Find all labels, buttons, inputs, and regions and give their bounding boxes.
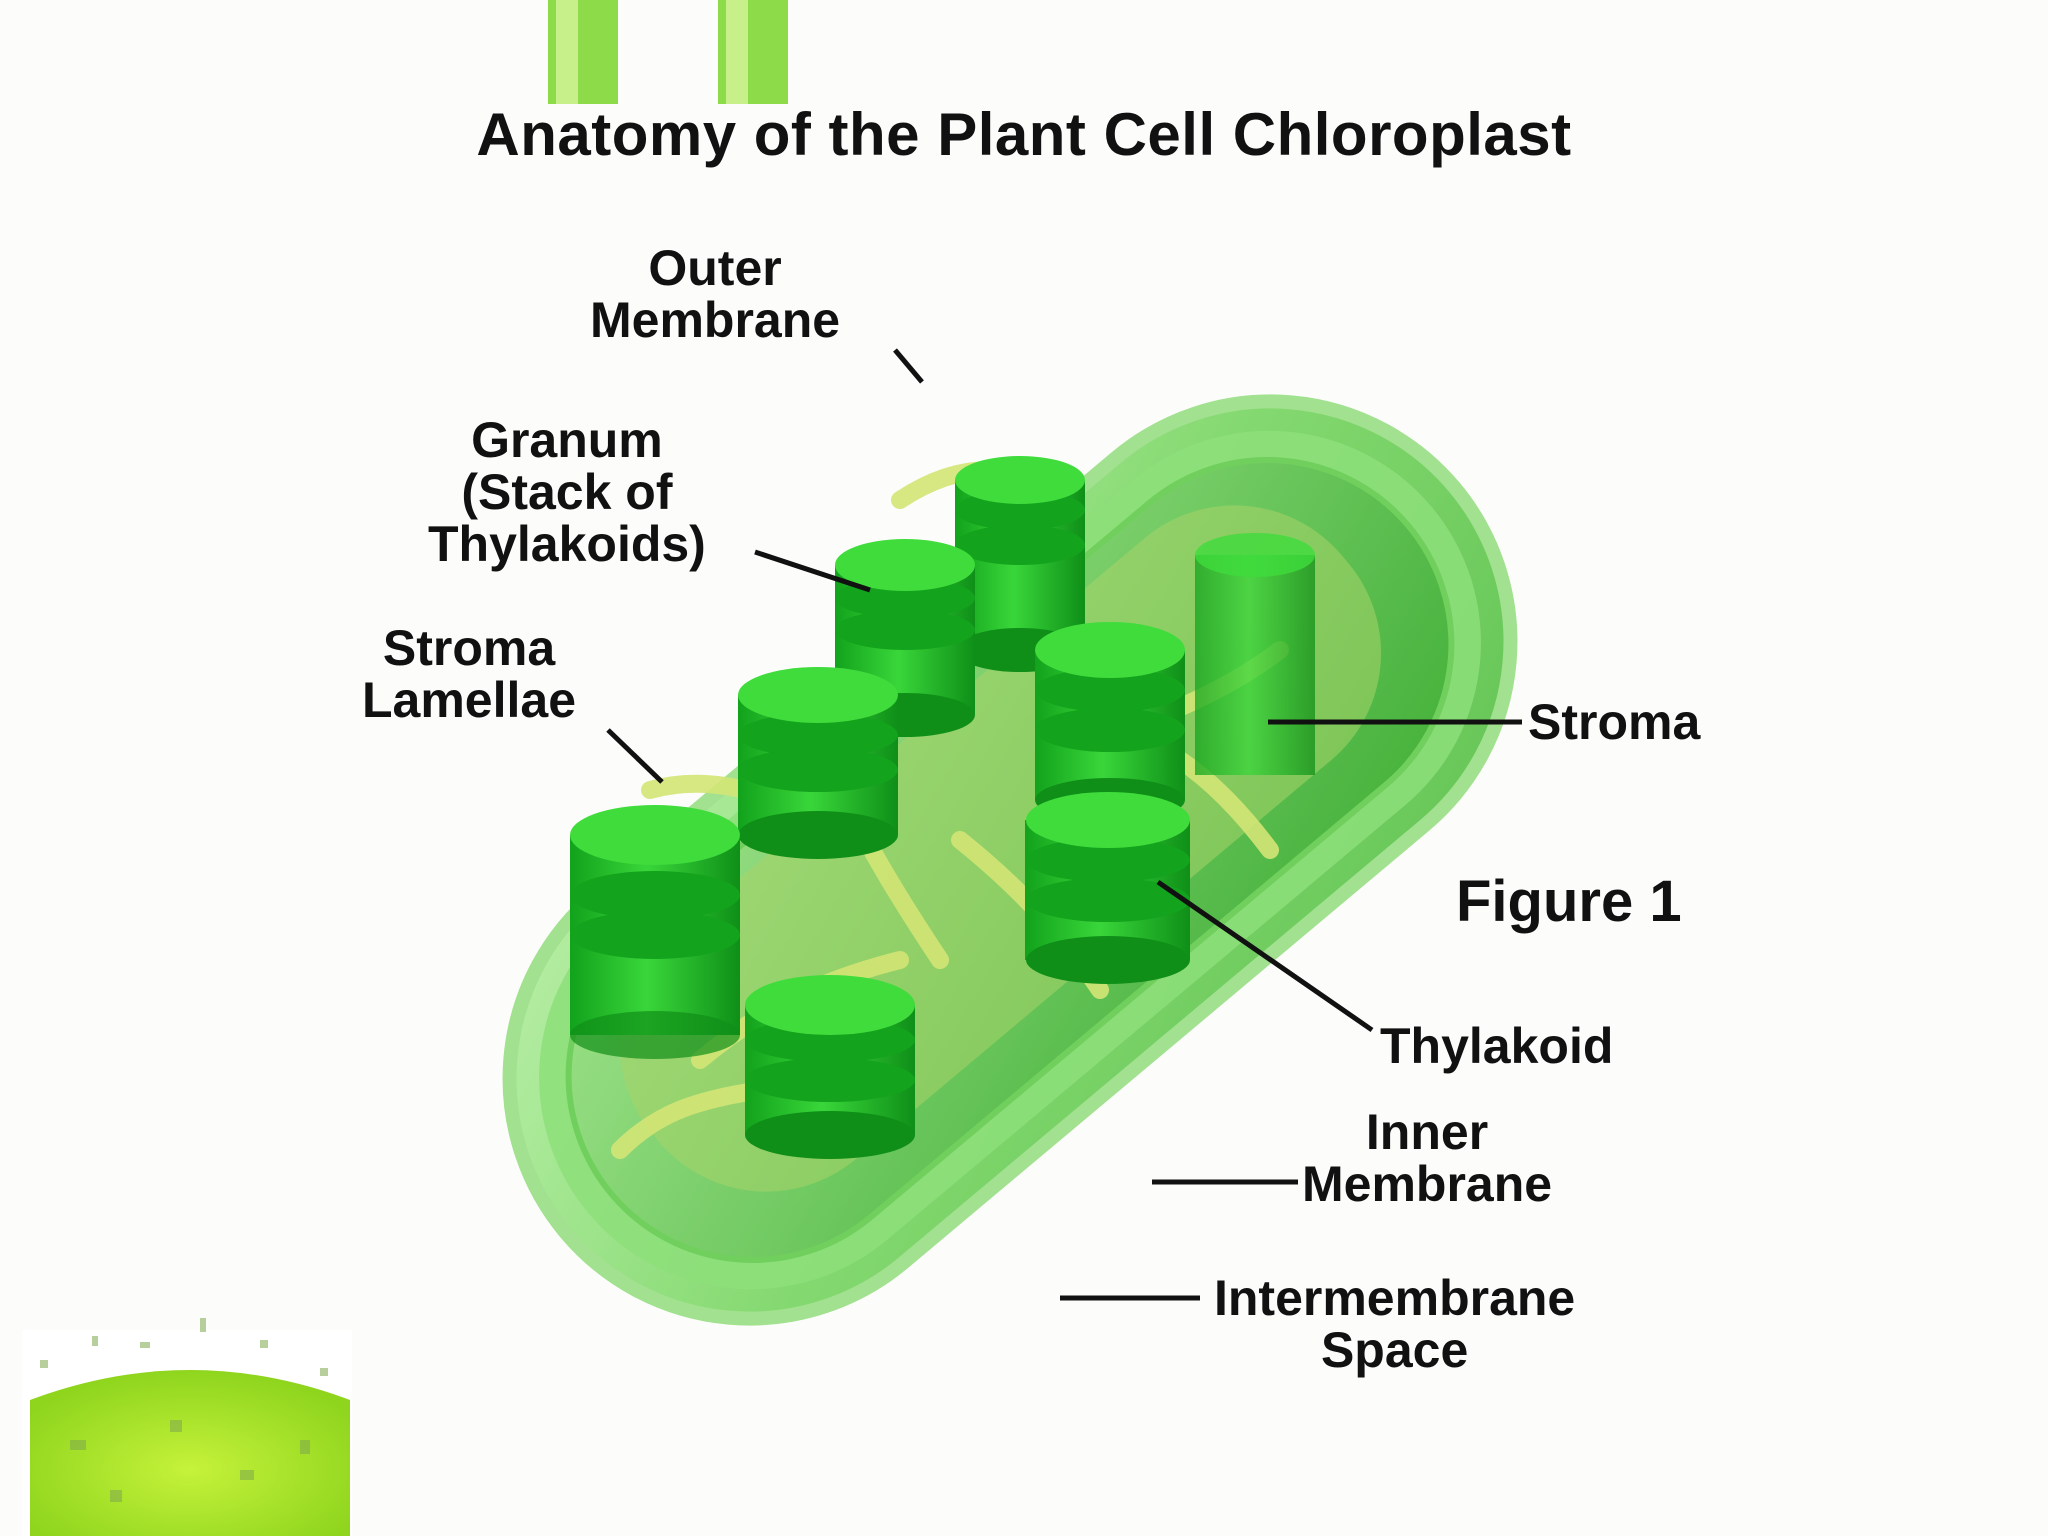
- leader-line-granum: [754, 549, 871, 593]
- granum-stack: [738, 667, 898, 859]
- top-decoration-bars: [548, 0, 788, 104]
- leader-line-thylakoid: [1156, 879, 1374, 1033]
- label-stroma: Stroma: [1528, 694, 1701, 750]
- label-thylakoid: Thylakoid: [1380, 1018, 1614, 1074]
- figure-label: Figure 1: [1456, 869, 1682, 934]
- label-inner-membrane-line-2: Membrane: [1302, 1156, 1553, 1212]
- label-granum: Granum (Stack of Thylakoids): [428, 414, 706, 570]
- granum-stack: [1035, 622, 1185, 822]
- granum-stack: [570, 805, 740, 1059]
- corner-cell-texture: [22, 1318, 352, 1536]
- label-inner-membrane: Inner Membrane: [1302, 1106, 1552, 1210]
- label-intermembrane-space: Intermembrane Space: [1214, 1272, 1575, 1376]
- granum-stack: [1025, 792, 1190, 984]
- label-granum-line-3: Thylakoids): [428, 516, 706, 572]
- label-granum-line-1: Granum: [471, 412, 663, 468]
- grana-stacks: [570, 456, 1315, 1159]
- label-outer-membrane-line-1: Outer: [648, 240, 782, 296]
- diagram-title: Anatomy of the Plant Cell Chloroplast: [476, 101, 1572, 168]
- label-stroma-lamellae: Stroma Lamellae: [362, 622, 576, 726]
- leader-line-stroma-lamellae: [606, 728, 664, 784]
- granum-stack: [955, 456, 1085, 672]
- leader-lines: [606, 348, 1522, 1301]
- label-granum-line-2: (Stack of: [461, 464, 673, 520]
- label-outer-membrane: Outer Membrane: [590, 242, 840, 346]
- leader-line-outer-membrane: [893, 348, 924, 384]
- label-stroma-lamellae-line-1: Stroma: [382, 620, 556, 676]
- label-stroma-lamellae-line-2: Lamellae: [362, 672, 577, 728]
- granum-stack: [745, 975, 915, 1159]
- label-intermembrane-space-line-2: Space: [1320, 1322, 1469, 1378]
- label-intermembrane-space-line-1: Intermembrane: [1214, 1270, 1576, 1326]
- label-inner-membrane-line-1: Inner: [1365, 1104, 1489, 1160]
- label-outer-membrane-line-2: Membrane: [590, 292, 841, 348]
- granum-stack: [1195, 533, 1315, 775]
